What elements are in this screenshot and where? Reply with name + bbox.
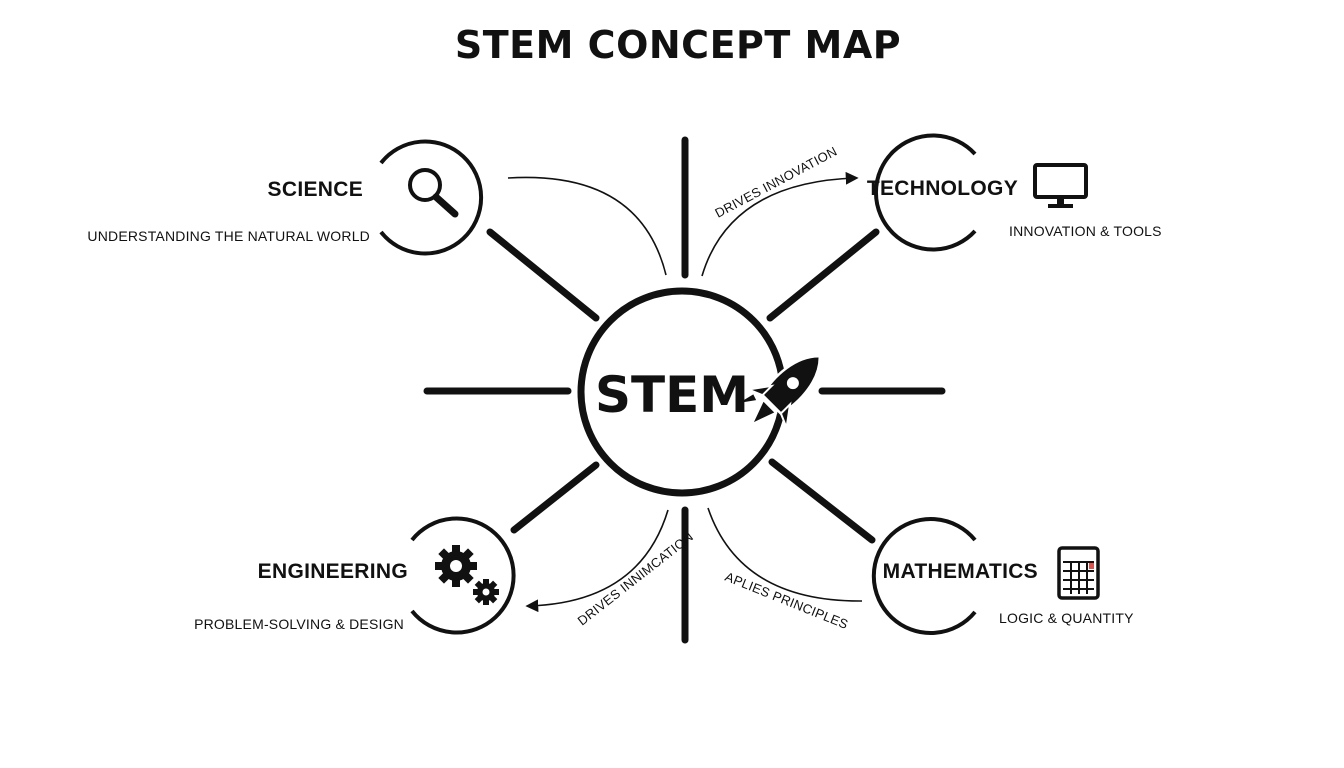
science-description: UNDERSTANDING THE NATURAL WORLD [87,228,370,244]
edge-label-drives-innovation: DRIVES INNOVATION [712,144,839,221]
spoke-mathematics [768,458,876,544]
science-label: SCIENCE [268,178,363,201]
mathematics-description: LOGIC & QUANTITY [999,610,1134,626]
hub-node: STEM [577,287,822,497]
technology-label: TECHNOLOGY [867,177,1018,200]
node-science: SCIENCE UNDERSTANDING THE NATURAL WORLD [87,139,484,256]
arc-mathematics-hub [707,507,863,602]
page-title: STEM CONCEPT MAP [455,23,901,67]
engineering-label: ENGINEERING [258,560,408,583]
technology-ring [873,133,977,252]
hub-label: STEM [595,366,749,424]
mathematics-ring [871,517,977,635]
edge-label-aplies-principles: APLIES PRINCIPLES [723,569,851,632]
engineering-ring [410,516,516,635]
technology-description: INNOVATION & TOOLS [1009,223,1162,239]
edge-label-drives-innimcation: DRIVES INNIMCATION [575,529,696,628]
spokes [423,136,946,644]
node-engineering: ENGINEERING PROBLEM-SOLVING & DESIGN [194,516,516,635]
node-mathematics: MATHEMATICS LOGIC & QUANTITY [871,517,1134,635]
calculator-icon [1057,546,1100,600]
gears-icon [435,545,499,605]
connection-arcs [507,171,863,613]
spoke-science [486,228,600,322]
science-ring [379,139,484,256]
rocket-icon [739,354,822,437]
arc-hub-engineering [525,509,669,613]
arc-science-hub [507,176,667,276]
engineering-description: PROBLEM-SOLVING & DESIGN [194,616,404,632]
node-technology: TECHNOLOGY INNOVATION & TOOLS [867,133,1162,252]
spoke-technology [766,228,880,322]
arc-hub-technology [701,171,859,277]
magnifying-glass-icon [408,168,459,218]
spoke-engineering [510,461,600,534]
monitor-icon [1033,163,1088,208]
mathematics-label: MATHEMATICS [883,560,1038,583]
